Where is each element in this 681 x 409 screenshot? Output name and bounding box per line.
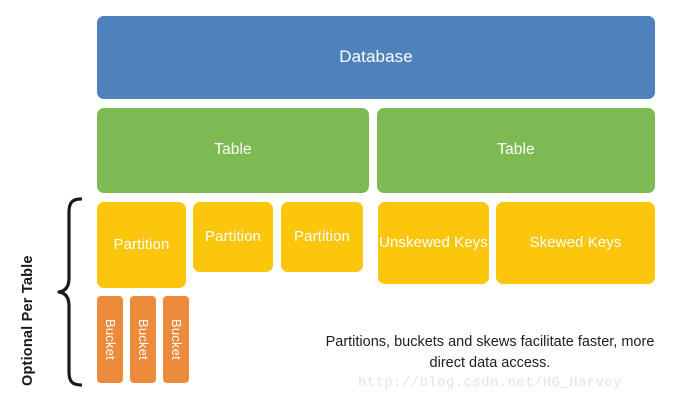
watermark-text: http://blog.csdn.net/HG_Harvey [357,375,623,391]
table-box-1: Table [97,108,369,193]
partition-box-3: Partition [281,202,363,272]
optional-per-table-label: Optional Per Table [20,255,36,386]
partition-box-2: Partition [193,202,273,272]
partition-box-1: Partition [97,202,186,288]
caption-text: Partitions, buckets and skews facilitate… [325,334,655,371]
bucket-box-3: Bucket [163,296,189,383]
bucket-box-1: Bucket [97,296,123,383]
unskewed-keys-box: Unskewed Keys [378,202,489,284]
skewed-keys-box: Skewed Keys [496,202,655,284]
table-box-2: Table [377,108,655,193]
bucket-box-2: Bucket [130,296,156,383]
curly-brace-icon [57,197,82,387]
database-box: Database [97,16,655,99]
